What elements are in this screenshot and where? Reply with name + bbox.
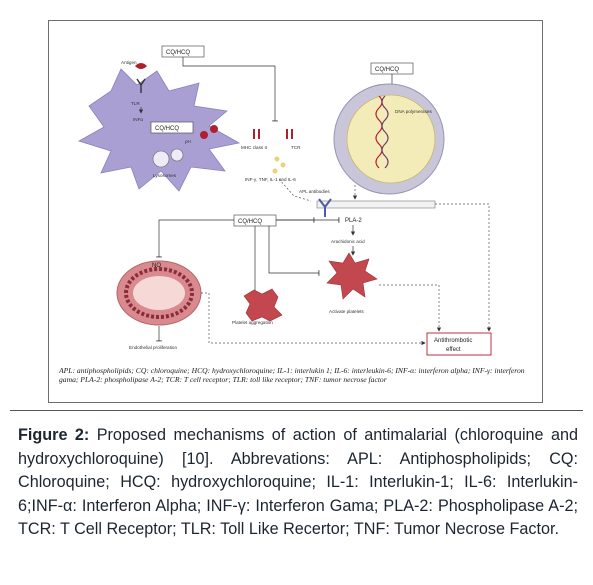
- platelet-aggregation-label: Platelet aggregation: [232, 320, 273, 325]
- apl-antibodies-label: APL antibodies: [299, 189, 330, 194]
- cytokine-dot: [272, 168, 278, 174]
- figure-panel: Antigen TLR INFα Lysosomes pH CQ/HCQ CQ/…: [48, 20, 543, 403]
- vessel-lumen: [133, 276, 185, 310]
- pla2-label: PLA-2: [345, 218, 362, 224]
- cq-hcq-box-lysosome: [150, 121, 194, 134]
- mechanism-diagram: Antigen TLR INFα Lysosomes pH CQ/HCQ CQ/…: [49, 21, 544, 366]
- antithrombotic-box: [426, 332, 492, 356]
- tcr-receptor: [286, 129, 293, 139]
- vessel-wall: [124, 267, 194, 319]
- caption-label: Figure 2:: [18, 426, 90, 444]
- figure-caption: Figure 2: Proposed mechanisms of action …: [18, 424, 578, 542]
- mhc-label: MHC class II: [241, 145, 267, 150]
- abbreviation-legend: APL: antiphospholipids; CQ: chloroquine;…: [59, 366, 525, 384]
- platelet-aggregate: [243, 288, 283, 322]
- infa-label: INFα: [133, 117, 143, 122]
- caption-separator: [10, 410, 583, 411]
- lysosome: [152, 150, 170, 168]
- activated-platelet: [326, 252, 378, 300]
- dna-helix: [381, 95, 389, 169]
- tlr-label: TLR: [131, 101, 140, 106]
- cq-hcq-top-label: CQ/HCQ: [166, 50, 190, 56]
- mhc-vesicle: [200, 131, 208, 139]
- dna-polymerases-text: DNA polymerases: [395, 109, 432, 114]
- cytokine-dot: [280, 162, 286, 168]
- antigen-label: Antigen: [121, 60, 137, 65]
- antithrombotic-label-2: effect: [446, 347, 461, 353]
- caption-text: Proposed mechanisms of action of antimal…: [18, 426, 578, 538]
- ph-label: pH: [185, 139, 191, 144]
- arachidonic-label: Arachidonic acid: [331, 239, 365, 244]
- mhc-vesicle: [210, 125, 218, 133]
- antithrombotic-label-1: Antithrombotic: [434, 338, 472, 344]
- tcr-label: TCR: [291, 145, 301, 150]
- no-label: NO: [152, 263, 161, 269]
- activate-platelets-label: Activate platelets: [329, 309, 364, 314]
- endothelial-label: Endothelial proliferation: [129, 345, 177, 350]
- antigen-shape: [135, 63, 147, 69]
- lysosome: [170, 148, 184, 162]
- dna-helix: [375, 95, 383, 169]
- t-cell-nucleus: [346, 94, 436, 184]
- cq-hcq-dna-label: CQ/HCQ: [375, 67, 399, 73]
- dna-polymerases-label: DNA polymerases: [395, 109, 432, 114]
- apl-antibody: [318, 198, 332, 217]
- tlr-receptor: [136, 78, 146, 93]
- cq-hcq-center-label: CQ/HCQ: [238, 219, 262, 225]
- cytokines-label: INF-γ, TNF, IL-1 and IL-6: [245, 177, 296, 182]
- mhc-receptor: [253, 129, 260, 139]
- lysosomes-label: Lysosomes: [153, 173, 177, 178]
- cq-hcq-lysosome-label: CQ/HCQ: [155, 126, 179, 132]
- membrane-strip: [316, 200, 436, 209]
- cytokine-dot: [274, 156, 280, 162]
